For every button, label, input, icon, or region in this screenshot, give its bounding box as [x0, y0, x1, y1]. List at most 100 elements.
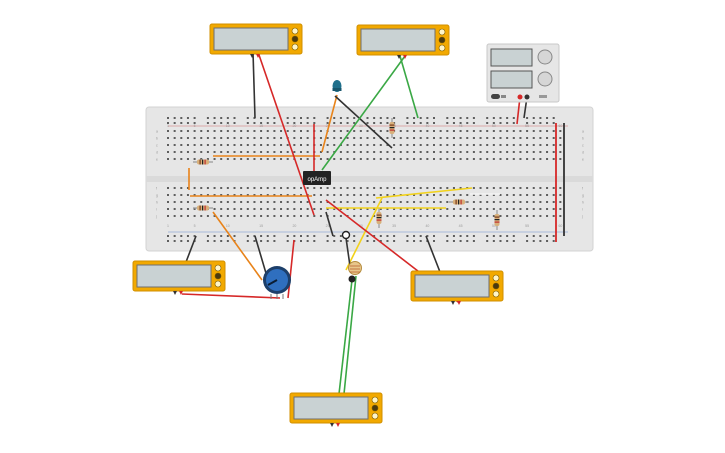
breadboard-hole[interactable]	[386, 144, 389, 146]
breadboard-hole[interactable]	[439, 187, 442, 189]
breadboard-hole[interactable]	[167, 215, 169, 217]
breadboard-hole[interactable]	[386, 208, 389, 210]
breadboard-hole[interactable]	[200, 201, 203, 203]
breadboard-hole[interactable]	[459, 144, 462, 146]
breadboard-hole[interactable]	[220, 130, 223, 132]
breadboard-hole[interactable]	[167, 158, 169, 160]
breadboard-hole[interactable]	[446, 194, 449, 196]
breadboard-hole[interactable]	[452, 117, 455, 119]
breadboard-hole[interactable]	[446, 240, 449, 242]
breadboard-hole[interactable]	[546, 208, 549, 210]
breadboard-hole[interactable]	[459, 187, 462, 189]
breadboard-hole[interactable]	[273, 137, 276, 139]
breadboard-hole[interactable]	[532, 158, 535, 160]
breadboard-hole[interactable]	[512, 235, 515, 237]
breadboard-hole[interactable]	[167, 151, 169, 153]
breadboard-hole[interactable]	[373, 187, 376, 189]
breadboard-hole[interactable]	[260, 187, 263, 189]
breadboard-hole[interactable]	[240, 208, 243, 210]
breadboard-hole[interactable]	[173, 117, 176, 119]
breadboard-hole[interactable]	[433, 201, 435, 203]
breadboard-hole[interactable]	[426, 151, 429, 153]
breadboard-hole[interactable]	[319, 144, 322, 146]
breadboard-hole[interactable]	[552, 215, 555, 217]
breadboard-hole[interactable]	[226, 130, 229, 132]
breadboard-hole[interactable]	[300, 201, 302, 203]
breadboard-hole[interactable]	[306, 130, 309, 132]
breadboard-hole[interactable]	[193, 201, 196, 203]
breadboard-hole[interactable]	[386, 137, 389, 139]
breadboard-hole[interactable]	[246, 122, 249, 124]
breadboard-hole[interactable]	[266, 215, 269, 217]
breadboard-hole[interactable]	[486, 137, 489, 139]
breadboard-hole[interactable]	[366, 208, 369, 210]
breadboard-hole[interactable]	[472, 235, 475, 237]
wire-green-2[interactable]	[399, 55, 419, 119]
breadboard-hole[interactable]	[273, 130, 276, 132]
breadboard-hole[interactable]	[373, 122, 376, 124]
breadboard-hole[interactable]	[286, 187, 289, 189]
breadboard-hole[interactable]	[359, 208, 362, 210]
breadboard-hole[interactable]	[233, 117, 236, 119]
breadboard-hole[interactable]	[426, 117, 429, 119]
breadboard-hole[interactable]	[419, 137, 422, 139]
breadboard-hole[interactable]	[339, 201, 342, 203]
breadboard-hole[interactable]	[413, 194, 416, 196]
breadboard-hole[interactable]	[539, 187, 542, 189]
breadboard-hole[interactable]	[306, 158, 309, 160]
breadboard-hole[interactable]	[333, 144, 336, 146]
breadboard-hole[interactable]	[226, 158, 229, 160]
breadboard-hole[interactable]	[499, 240, 502, 242]
breadboard-hole[interactable]	[466, 158, 469, 160]
breadboard-hole[interactable]	[306, 137, 309, 139]
breadboard-hole[interactable]	[419, 117, 422, 119]
breadboard-hole[interactable]	[459, 240, 462, 242]
breadboard-hole[interactable]	[526, 158, 529, 160]
breadboard-hole[interactable]	[346, 122, 349, 124]
breadboard-hole[interactable]	[260, 201, 263, 203]
breadboard-hole[interactable]	[446, 151, 449, 153]
breadboard-hole[interactable]	[506, 240, 509, 242]
breadboard-hole[interactable]	[426, 194, 429, 196]
breadboard-hole[interactable]	[333, 201, 336, 203]
breadboard-hole[interactable]	[413, 122, 416, 124]
breadboard-hole[interactable]	[552, 117, 555, 119]
breadboard-hole[interactable]	[519, 151, 522, 153]
breadboard-hole[interactable]	[300, 130, 302, 132]
led-icon[interactable]	[332, 80, 342, 92]
breadboard-hole[interactable]	[226, 151, 229, 153]
breadboard-hole[interactable]	[246, 194, 249, 196]
breadboard-hole[interactable]	[452, 187, 455, 189]
breadboard-hole[interactable]	[280, 130, 283, 132]
breadboard-hole[interactable]	[359, 144, 362, 146]
breadboard-hole[interactable]	[406, 208, 409, 210]
breadboard-hole[interactable]	[273, 240, 276, 242]
multimeter-left[interactable]	[132, 260, 226, 295]
breadboard-hole[interactable]	[452, 130, 455, 132]
breadboard-hole[interactable]	[306, 235, 309, 237]
breadboard-hole[interactable]	[306, 187, 309, 189]
breadboard-hole[interactable]	[240, 215, 243, 217]
breadboard-hole[interactable]	[393, 187, 396, 189]
breadboard-hole[interactable]	[180, 194, 183, 196]
breadboard-hole[interactable]	[293, 144, 296, 146]
breadboard-hole[interactable]	[186, 240, 189, 242]
breadboard-hole[interactable]	[526, 144, 529, 146]
breadboard-hole[interactable]	[306, 201, 309, 203]
breadboard-hole[interactable]	[386, 215, 389, 217]
breadboard-hole[interactable]	[546, 151, 549, 153]
breadboard-hole[interactable]	[266, 158, 269, 160]
breadboard-hole[interactable]	[313, 187, 316, 189]
breadboard-hole[interactable]	[539, 137, 542, 139]
breadboard-hole[interactable]	[266, 235, 269, 237]
breadboard-hole[interactable]	[472, 144, 475, 146]
breadboard-hole[interactable]	[339, 194, 342, 196]
breadboard-hole[interactable]	[200, 158, 203, 160]
breadboard-hole[interactable]	[526, 137, 529, 139]
breadboard-hole[interactable]	[213, 187, 216, 189]
breadboard-hole[interactable]	[273, 201, 276, 203]
breadboard-hole[interactable]	[459, 122, 462, 124]
breadboard-hole[interactable]	[426, 215, 429, 217]
breadboard-hole[interactable]	[386, 122, 389, 124]
breadboard-hole[interactable]	[373, 117, 376, 119]
